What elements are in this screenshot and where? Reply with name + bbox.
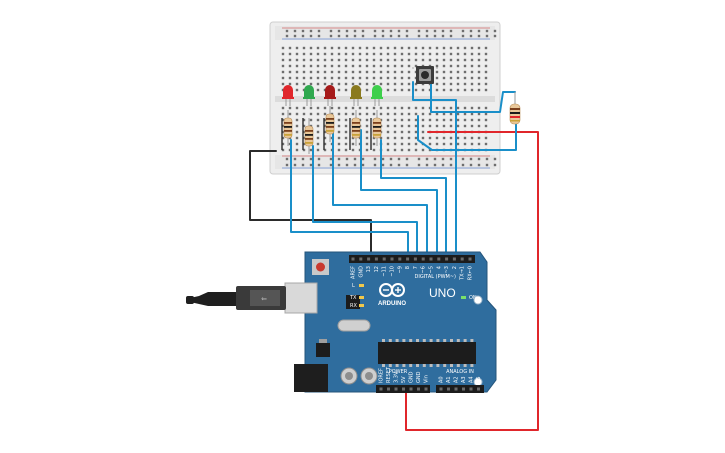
led-wire-2 xyxy=(312,145,418,256)
power-pin-label: 3.3V xyxy=(394,371,400,383)
digital-pin-label: 13 xyxy=(366,266,372,272)
usb-symbol: ⇐ xyxy=(261,296,267,303)
digital-pin-label: TX→1 xyxy=(460,266,466,281)
analog-pin-label: A3 xyxy=(461,376,467,383)
tx-label: TX xyxy=(349,295,357,301)
atmega-chip xyxy=(378,342,476,364)
button-wire-a xyxy=(412,81,457,256)
digital-pin-label: ~5 xyxy=(429,266,435,273)
arduino-logo-icon xyxy=(379,283,405,297)
pulldown-resistor[interactable] xyxy=(509,92,521,125)
analog-pin-label: A4 xyxy=(469,376,475,383)
led-wire-3 xyxy=(332,132,428,256)
power-pin-label: RESET xyxy=(386,366,392,383)
reset-button-cap[interactable] xyxy=(316,262,325,272)
l-label: L xyxy=(352,283,355,289)
resistor-2[interactable] xyxy=(304,118,314,154)
power-jack xyxy=(294,364,328,392)
button-wire-c xyxy=(417,115,517,151)
breadboard[interactable] xyxy=(269,21,501,175)
on-led xyxy=(461,296,466,299)
digital-pin-label: 7 xyxy=(413,266,419,269)
rx-label: RX xyxy=(350,303,357,309)
wires xyxy=(249,81,539,431)
led-2[interactable] xyxy=(303,85,315,106)
resistor-1[interactable] xyxy=(283,110,293,146)
usb-chip xyxy=(346,295,360,309)
tx-led xyxy=(359,296,364,299)
led-1[interactable] xyxy=(282,85,294,106)
power-header-label: POWER xyxy=(389,369,408,375)
digital-header xyxy=(349,255,475,263)
power-pin-label: Vin xyxy=(424,375,430,383)
usb-port xyxy=(284,282,318,314)
power-pin-label: IOREF xyxy=(379,368,385,383)
board-model: UNO xyxy=(429,286,456,300)
analog-pin-label: A1 xyxy=(446,376,452,383)
crystal xyxy=(337,319,371,332)
power-pin-label: GND xyxy=(416,371,422,383)
pushbutton-icon[interactable] xyxy=(412,66,438,84)
button-wire-b xyxy=(430,81,516,113)
digital-pin-label: 12 xyxy=(374,266,380,272)
resistor-4[interactable] xyxy=(351,110,361,146)
analog-pin-label: A2 xyxy=(454,376,460,383)
digital-pin-label: AREF xyxy=(351,266,357,279)
digital-pin-label: ~9 xyxy=(397,266,403,273)
led-wire-4 xyxy=(360,129,438,256)
digital-pin-label: ~10 xyxy=(390,266,396,277)
digital-pin-label: 8 xyxy=(405,266,411,269)
led-4[interactable] xyxy=(350,85,362,106)
rx-led xyxy=(359,304,364,307)
digital-pin-label: GND xyxy=(358,266,364,278)
power-pin-label: GND xyxy=(409,371,415,383)
led-group xyxy=(281,85,383,154)
analog-pin-label: A0 xyxy=(439,376,445,383)
analog-pin-label: A5 xyxy=(476,376,482,383)
led-wire-1 xyxy=(290,139,409,256)
voltage-regulator xyxy=(316,343,330,357)
usb-plug-icon[interactable]: ⇐ xyxy=(186,286,286,310)
analog-header-label: ANALOG IN xyxy=(446,369,474,375)
digital-pin-label: ~11 xyxy=(382,266,388,277)
digital-header-label: DIGITAL (PWM~) xyxy=(415,274,457,280)
digital-pin-label: 2 xyxy=(452,266,458,269)
led-3[interactable] xyxy=(324,85,336,106)
digital-pin-label: 4 xyxy=(436,266,442,269)
resistor-3[interactable] xyxy=(325,106,335,142)
digital-pin-label: ~6 xyxy=(421,266,427,273)
digital-pin-label: RX←0 xyxy=(468,266,474,280)
digital-pin-label: ~3 xyxy=(444,266,450,273)
l-led xyxy=(359,284,364,287)
power-pin-label: 5V xyxy=(401,376,407,383)
on-label: ON xyxy=(469,295,477,301)
resistor-5[interactable] xyxy=(372,110,382,146)
power-wire xyxy=(405,131,539,431)
arduino-brand: ARDUINO xyxy=(378,301,406,307)
led-wire-5 xyxy=(380,139,447,256)
analog-header xyxy=(436,385,484,393)
led-5[interactable] xyxy=(371,85,383,106)
